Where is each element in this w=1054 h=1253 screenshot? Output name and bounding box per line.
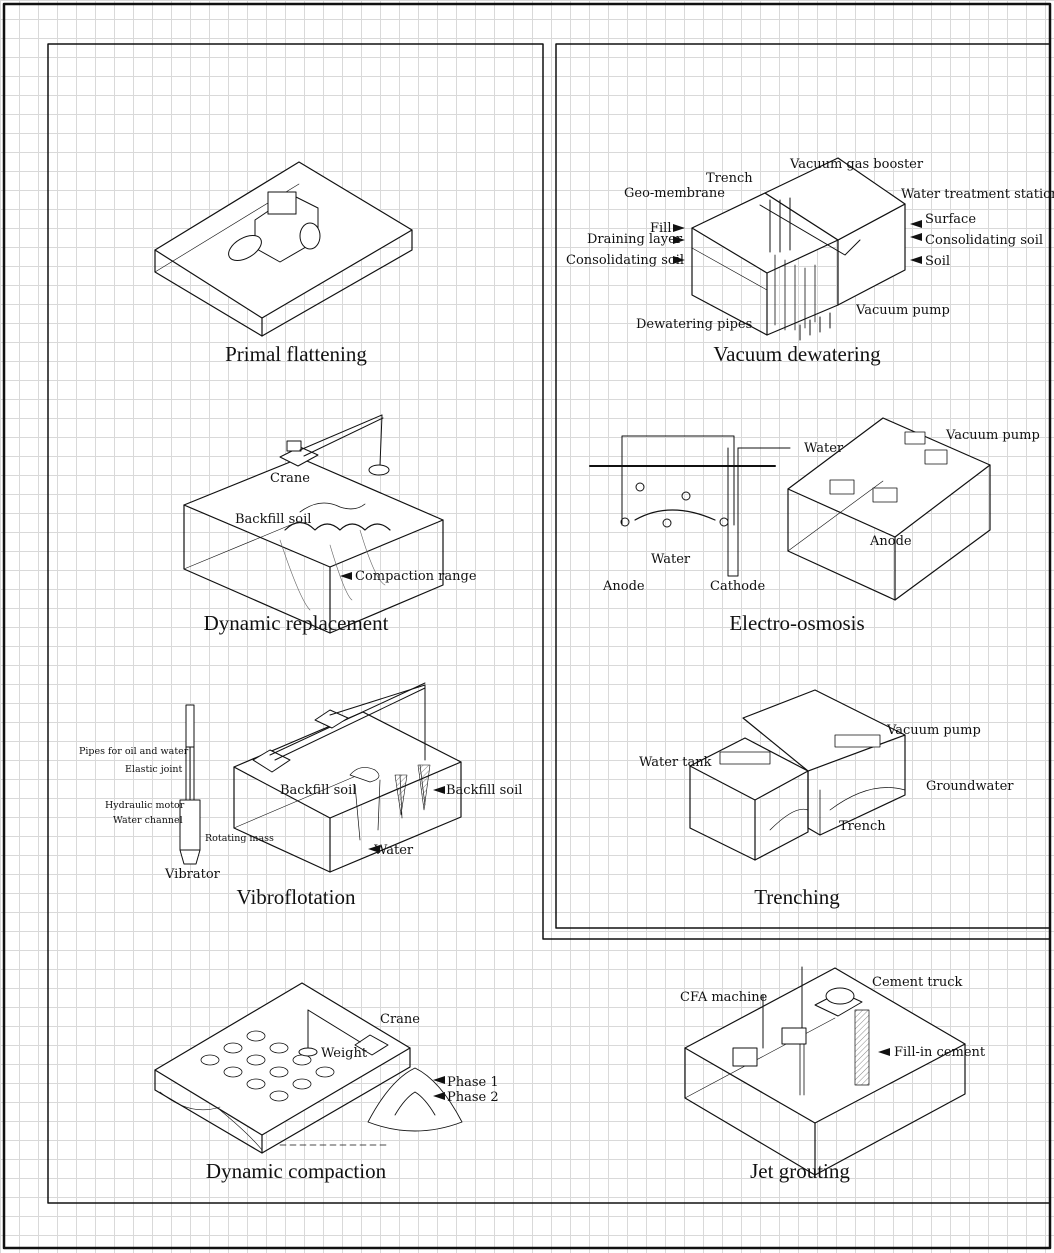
compaction-range-arrow <box>340 572 352 580</box>
title-dynamic-compaction: Dynamic compaction <box>205 1159 387 1183</box>
label-vacuum-gas-booster: Vacuum gas booster <box>790 157 924 172</box>
label-phase-1: Phase 1 <box>447 1075 499 1090</box>
label-cfa-machine: CFA machine <box>680 990 768 1005</box>
jet-grouting-machines <box>732 966 863 1067</box>
label-hydraulic-motor: Hydraulic motor <box>105 800 185 811</box>
phase-cones <box>367 1067 463 1132</box>
label-trench-tr: Trench <box>839 819 886 834</box>
label-geo-membrane: Geo-membrane <box>624 186 725 201</box>
label-cathode: Cathode <box>710 579 766 594</box>
label-fill: Fill <box>650 221 672 236</box>
label-elastic-joint: Elastic joint <box>125 764 183 775</box>
title-electro-osmosis: Electro-osmosis <box>729 611 865 635</box>
label-rotating-mass: Rotating mass <box>205 833 274 844</box>
label-compaction-range: Compaction range <box>355 569 477 584</box>
label-water-treatment-station: Water treatment station <box>901 187 1054 202</box>
right-panel-frame <box>555 43 1051 929</box>
crane-icon <box>279 414 390 476</box>
roller-icon <box>228 191 321 263</box>
label-water-mid: Water <box>651 552 691 567</box>
compaction-holes <box>200 1030 335 1102</box>
label-vacuum-pump-eo: Vacuum pump <box>946 428 1040 443</box>
label-soil: Soil <box>925 254 951 269</box>
label-anode-right: Anode <box>870 534 912 549</box>
dynamic-compaction-block <box>154 982 411 1154</box>
fill-in-cement-arrow <box>878 1048 890 1056</box>
label-backfill-soil-right: Backfill soil <box>446 783 523 798</box>
title-vacuum-dewatering: Vacuum dewatering <box>713 342 881 366</box>
label-crane-dc: Crane <box>380 1012 420 1027</box>
title-trenching: Trenching <box>754 885 840 909</box>
vibroflotation-block <box>233 711 462 873</box>
label-arrows-vd <box>673 220 922 264</box>
title-primal-flattening: Primal flattening <box>225 342 367 366</box>
label-vacuum-pump-tr: Vacuum pump <box>887 723 981 738</box>
label-consolidating-soil-right: Consolidating soil <box>925 233 1044 248</box>
electro-osmosis-block <box>787 417 991 601</box>
trenching-block <box>689 689 906 861</box>
label-water: Water <box>374 843 414 858</box>
label-vibrator: Vibrator <box>165 867 220 882</box>
compaction-crane-icon <box>298 1009 389 1057</box>
title-dynamic-replacement: Dynamic replacement <box>203 611 389 635</box>
label-crane: Crane <box>270 471 310 486</box>
title-vibroflotation: Vibroflotation <box>236 885 356 909</box>
label-consolidating-soil-left: Consolidating soil <box>566 253 685 268</box>
label-vacuum-pump-vd: Vacuum pump <box>856 303 950 318</box>
electro-osmosis-schematic <box>589 435 791 577</box>
backfill-arrow <box>433 786 445 794</box>
label-surface: Surface <box>925 212 977 227</box>
label-fill-in-cement: Fill-in cement <box>894 1045 986 1060</box>
label-backfill-soil-left: Backfill soil <box>280 783 357 798</box>
label-backfill-soil: Backfill soil <box>235 512 312 527</box>
label-water-top: Water <box>804 441 844 456</box>
label-dewatering-pipes: Dewatering pipes <box>636 317 753 332</box>
vacuum-dewatering-block <box>691 157 906 336</box>
label-pipes-oil-water: Pipes for oil and water <box>79 746 189 757</box>
dynamic-replacement-block <box>183 457 444 634</box>
vibrator-icon <box>179 704 201 865</box>
left-panel-frame <box>47 43 1051 1204</box>
label-water-tank: Water tank <box>639 755 712 770</box>
label-weight: Weight <box>321 1046 368 1061</box>
label-groundwater: Groundwater <box>926 779 1014 794</box>
vacuum-dewatering-arrows <box>769 197 831 341</box>
title-jet-grouting: Jet grouting <box>750 1159 850 1183</box>
water-arrow <box>368 845 380 853</box>
label-phase-2: Phase 2 <box>447 1090 499 1105</box>
vibroflotation-crane-icons <box>252 682 426 773</box>
label-draining-layer: Draining layer <box>587 232 683 247</box>
label-anode-left: Anode <box>603 579 645 594</box>
label-cement-truck: Cement truck <box>872 975 963 990</box>
label-trench: Trench <box>706 171 753 186</box>
label-water-channel: Water channel <box>113 815 183 826</box>
